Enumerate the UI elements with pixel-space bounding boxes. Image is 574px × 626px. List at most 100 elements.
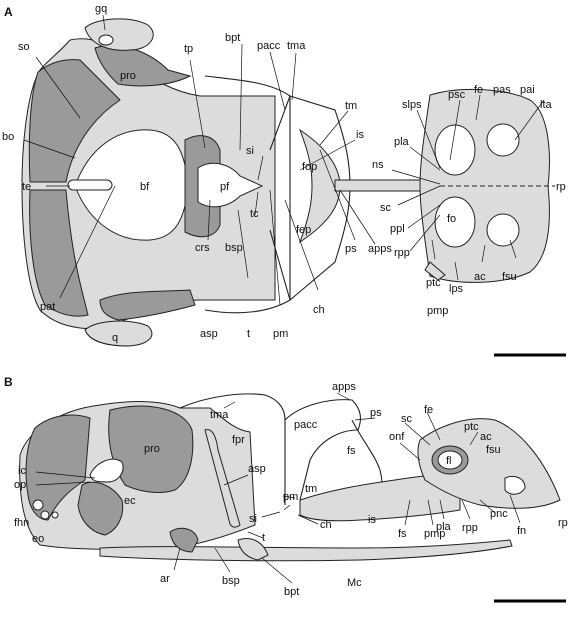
label-b-asp: asp: [248, 463, 266, 475]
fn-window: [504, 475, 526, 495]
label-ptc: ptc: [426, 277, 441, 289]
label-pro: pro: [120, 70, 136, 82]
label-b-pacc: pacc: [294, 419, 318, 431]
label-fo: fo: [447, 213, 456, 225]
label-b-pro: pro: [144, 443, 160, 455]
inner-cavity-b: [89, 458, 124, 483]
label-b-pnc: pnc: [490, 508, 508, 520]
label-rp: rp: [556, 181, 566, 193]
leaders-a: [23, 14, 545, 306]
pacc-frame: [284, 399, 362, 501]
label-rpp: rpp: [394, 247, 410, 259]
label-tc: tc: [250, 208, 259, 220]
label-b-tm: tm: [305, 483, 317, 495]
label-b-pm: pm: [283, 491, 298, 503]
label-b-ic: ic: [18, 465, 26, 477]
exoccipital-lateral: [77, 481, 124, 536]
label-b-fl: fl: [446, 455, 452, 467]
label-b-pla: pla: [436, 521, 452, 533]
trabecular-frame: [204, 75, 291, 314]
label-b-rp: rp: [558, 517, 568, 529]
label-b-sc: sc: [401, 413, 413, 425]
label-te: te: [22, 181, 31, 193]
label-si: si: [246, 145, 254, 157]
label-tp: tp: [184, 43, 193, 55]
label-b-t: t: [262, 532, 265, 544]
label-pai: pai: [520, 84, 535, 96]
pila-antotica: [204, 429, 241, 528]
label-gq: gq: [95, 3, 107, 15]
label-bsp: bsp: [225, 242, 243, 254]
labels-a: gq so pro tp bpt pacc tma tm is si fop f…: [2, 3, 566, 344]
label-b-pmp: pmp: [424, 528, 445, 540]
label-b-ar: ar: [160, 573, 170, 585]
interorbital-septum: [299, 471, 461, 522]
label-apps: apps: [368, 243, 392, 255]
label-b-ac: ac: [480, 431, 492, 443]
pituitary-fossa: [197, 162, 264, 208]
articular: [169, 527, 199, 553]
quadrate-bottom: [84, 320, 153, 347]
label-so: so: [18, 41, 30, 53]
label-b-ch: ch: [320, 519, 332, 531]
label-pat: pat: [40, 301, 55, 313]
label-b-bpt: bpt: [284, 586, 299, 598]
prootic-dark-bottom: [99, 289, 196, 321]
label-b-tma: tma: [210, 409, 229, 421]
te-bar: [67, 179, 113, 191]
label-b-fs2: fs: [398, 528, 407, 540]
label-b-ec: ec: [124, 495, 136, 507]
panel-a: A: [2, 3, 566, 357]
label-psc: psc: [448, 89, 466, 101]
label-lps: lps: [449, 283, 464, 295]
label-tm: tm: [345, 100, 357, 112]
label-b-ps: ps: [370, 407, 382, 419]
fhn-foramen: [32, 499, 44, 511]
label-fe: fe: [474, 84, 483, 96]
leaders-b: [35, 392, 521, 584]
fenestra-line: [269, 95, 291, 301]
fsu-circle: [486, 213, 520, 247]
label-b-fpr: fpr: [232, 434, 245, 446]
label-ppl: ppl: [390, 223, 405, 235]
panel-b-letter: B: [4, 375, 13, 389]
label-fop: fop: [302, 161, 317, 173]
fl-window: [437, 450, 463, 470]
label-b-is: is: [368, 514, 376, 526]
label-t: t: [247, 328, 250, 340]
label-is: is: [356, 129, 364, 141]
label-b-fn: fn: [517, 525, 526, 537]
gq-foramen: [98, 34, 114, 46]
label-b-fsu: fsu: [486, 444, 501, 456]
label-ac: ac: [474, 271, 486, 283]
supraoccipital-dark: [28, 59, 121, 183]
fhn-foramen-3: [51, 511, 59, 519]
fhn-foramen-2: [40, 510, 50, 520]
label-b-apps: apps: [332, 381, 356, 393]
label-b-bsp: bsp: [222, 575, 240, 587]
label-tma: tma: [287, 40, 306, 52]
label-pf: pf: [220, 181, 230, 193]
label-q: q: [112, 332, 118, 344]
label-b-Mc: Mc: [347, 577, 362, 589]
occipital-dark: [25, 414, 91, 521]
label-slps: slps: [402, 99, 422, 111]
labels-b: apps ps tma pro fpr pacc fs sc fe ptc ac…: [14, 381, 568, 598]
label-fsu: fsu: [502, 271, 517, 283]
label-pas: pas: [493, 84, 511, 96]
label-ns: ns: [372, 159, 384, 171]
label-b-fhn: fhn: [14, 517, 29, 529]
lta-circle: [486, 123, 520, 157]
label-pacc: pacc: [257, 40, 281, 52]
label-lta: lta: [540, 99, 553, 111]
label-b-si: si: [249, 513, 257, 525]
basipterygoid: [237, 538, 269, 561]
panel-b: B: [4, 375, 568, 603]
label-pmp: pmp: [427, 305, 448, 317]
fo-upper: [434, 124, 476, 176]
label-asp: asp: [200, 328, 218, 340]
label-ps: ps: [345, 243, 357, 255]
pmp-process: [424, 261, 446, 281]
label-b-onf: onf: [389, 431, 405, 443]
